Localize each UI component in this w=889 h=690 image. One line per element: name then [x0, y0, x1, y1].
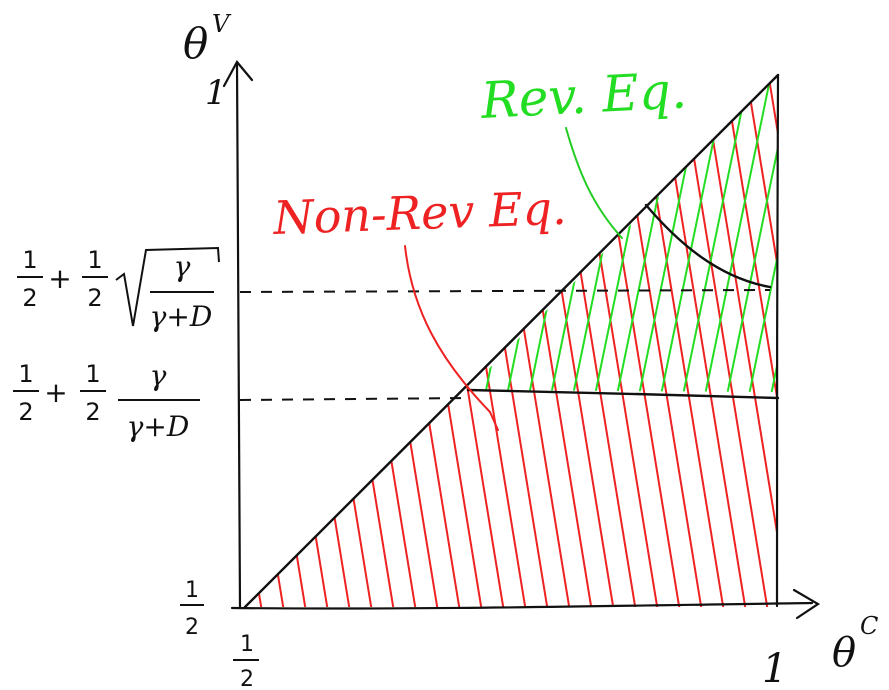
hatch-line-red: [655, 75, 747, 607]
hatch-line-red: [347, 75, 439, 607]
hatch-line-red: [523, 75, 615, 607]
hatch-line-red: [369, 75, 461, 607]
hatch-line-red: [699, 75, 778, 607]
lower-frac-numerator: γ: [150, 359, 167, 392]
origin-x-label: 1 2: [233, 632, 259, 690]
lower-coef-numerator: 1: [85, 360, 100, 388]
hatch-line-red: [721, 75, 778, 607]
hatch-line-red: [567, 75, 659, 607]
upper-coef-denominator: 2: [87, 284, 102, 312]
y-axis-title: θ V: [183, 10, 232, 68]
revealing-upper-curve: [644, 203, 772, 289]
hatch-line-green: [747, 75, 778, 392]
origin-y-label: 1 2: [180, 578, 204, 640]
hatch-line-red: [788, 60, 878, 612]
hatch-line-red: [479, 75, 571, 607]
x-right-tick-label: 1: [762, 646, 787, 690]
hatch-line-red: [611, 75, 703, 607]
lower-level-label: 1 2 + 1 2 γ γ+D: [13, 359, 200, 443]
y-top-tick-label: 1: [205, 73, 227, 113]
lower-dashed-line: [239, 397, 471, 401]
lower-half-numerator: 1: [18, 360, 33, 388]
origin-x-denominator: 2: [240, 667, 254, 690]
hatch-line-red: [245, 75, 329, 607]
hatch-line-red: [677, 75, 769, 607]
hatch-line-red: [435, 75, 527, 607]
lower-plus: +: [44, 376, 67, 409]
hatch-line-red: [743, 75, 778, 607]
revealing-threshold-line: [466, 388, 780, 400]
hatch-line-red: [810, 60, 889, 612]
upper-dashed-line: [239, 289, 771, 293]
hatch-line-red: [457, 75, 549, 607]
nonrev-eq-pointer-tail: [489, 411, 499, 431]
hatch-line-red: [765, 75, 778, 607]
upper-frac-numerator: γ: [174, 250, 191, 283]
rev-eq-pointer: [565, 127, 623, 239]
lower-half-denominator: 2: [18, 398, 33, 426]
lower-frac-denominator: γ+D: [127, 410, 190, 443]
hatch-line-red: [545, 75, 637, 607]
origin-y-denominator: 2: [185, 615, 199, 640]
lower-coef-denominator: 2: [85, 398, 100, 426]
hatch-line-red: [303, 75, 395, 607]
hatch-line-red: [150, 60, 240, 612]
hatch-line-red: [413, 75, 505, 607]
x-axis-title: θ C: [832, 612, 878, 676]
y-axis-superscript: V: [212, 10, 232, 38]
origin-y-numerator: 1: [185, 578, 199, 603]
hatch-line-green: [792, 60, 862, 400]
hatch-line-red: [589, 75, 681, 607]
upper-coef-numerator: 1: [87, 246, 102, 274]
upper-plus: +: [48, 262, 71, 295]
x-axis-symbol: θ: [832, 630, 856, 676]
hatch-line-green: [769, 75, 778, 392]
y-axis-symbol: θ: [183, 19, 208, 68]
upper-half-numerator: 1: [22, 246, 37, 274]
upper-level-label: 1 2 + 1 2 γ γ+D: [17, 246, 220, 333]
hatch-line-red: [391, 75, 483, 607]
hatch-line-green: [703, 75, 775, 392]
hatch-line-green: [681, 75, 753, 392]
hatch-line-red: [281, 75, 373, 607]
origin-x-numerator: 1: [240, 632, 254, 657]
hatch-line-red: [854, 60, 889, 612]
x-axis-arrowhead: [792, 588, 821, 620]
y-axis-arrowhead: [222, 60, 254, 88]
x-axis: [230, 601, 814, 610]
right-boundary-line: [775, 73, 780, 608]
hatch-line-red: [245, 75, 307, 607]
y-axis: [235, 62, 242, 610]
hatch-line-green: [814, 60, 884, 400]
hatch-line-red: [325, 75, 417, 607]
x-axis-superscript: C: [860, 612, 878, 640]
upper-half-denominator: 2: [22, 284, 37, 312]
hatch-line-red: [876, 60, 889, 612]
rev-eq-label: Rev. Eq.: [479, 61, 689, 130]
hatch-line-red: [259, 75, 351, 607]
hatch-line-green: [725, 75, 778, 392]
level-lines: [239, 289, 771, 401]
nonrev-eq-label: Non-Rev Eq.: [271, 181, 567, 245]
hatch-line-red: [832, 60, 889, 612]
hatch-line-red: [245, 75, 263, 607]
upper-frac-denominator: γ+D: [150, 300, 213, 333]
sqrt-sign: [115, 246, 220, 327]
nonrev-eq-pointer: [404, 245, 491, 413]
diagonal-boundary: [243, 73, 780, 609]
axes: [222, 60, 821, 620]
